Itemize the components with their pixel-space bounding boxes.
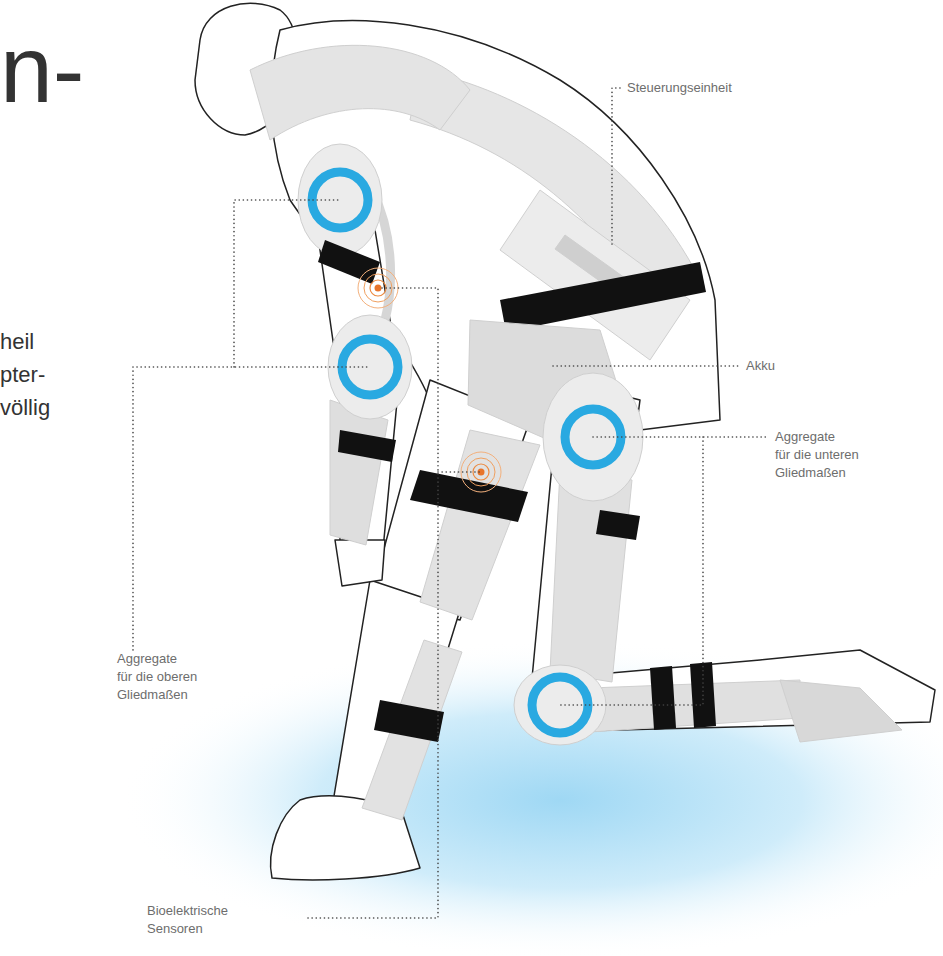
shoulder-shell [298,144,382,256]
body-text-fragment: völlig [0,395,50,421]
strap [374,700,444,742]
sensor-dot [375,285,382,292]
strap [338,430,396,462]
sensors [358,268,501,492]
strap [410,470,528,522]
knee-shell [514,665,606,745]
heading-fragment: n- [0,22,84,117]
leader-line [553,365,740,367]
sensor-symbol [358,268,398,308]
leader-line [612,88,620,245]
part-label: Aggregate für die oberen Gliedmaßen [117,650,205,704]
shoulder-harness [250,45,470,140]
sensor-wave [364,274,392,302]
front-thigh-shell [420,430,540,620]
leader-line [560,437,766,705]
sensor-wave [370,280,386,296]
sensor-wave [358,268,398,308]
exoskeleton [250,45,902,820]
strap [318,240,380,284]
front-shin-shell [362,640,462,820]
strap [596,510,640,540]
leader-lines [133,88,766,918]
floor-glow [120,640,943,956]
leader-line [308,288,481,918]
elbow-shell [328,315,412,419]
rear-thigh-shell [550,470,632,682]
part-label: Aggregate für die unteren Gliedmaßen [775,428,863,482]
part-label: Steuerungseinheit [627,79,732,97]
straps [318,240,716,742]
body-outline [195,3,935,880]
body-text-fragment: pter- [0,362,45,388]
part-label: Akku [746,357,775,375]
leader-line [133,200,370,650]
waist-strap [500,262,706,332]
actuator-ring [532,677,588,733]
actuators [312,172,621,733]
forearm-shell [330,400,388,545]
hand [335,540,385,586]
foot-plate [780,680,902,742]
body-text-fragment: heil [0,329,34,355]
part-label: Bioelektrische Sensoren [147,902,235,938]
strap [650,666,676,730]
